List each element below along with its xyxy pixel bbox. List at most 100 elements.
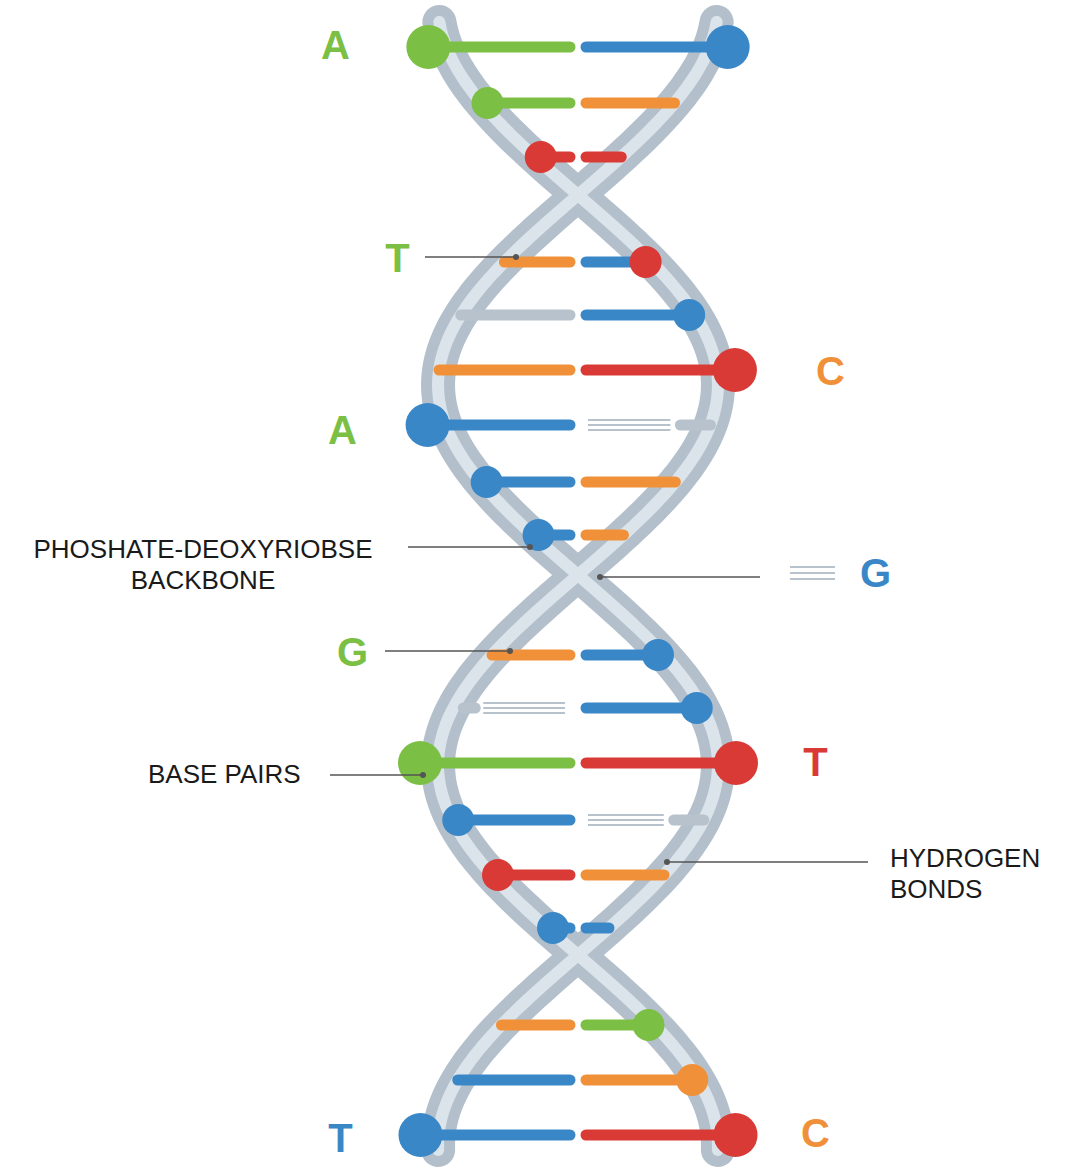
base-half: [586, 1130, 718, 1141]
base-pair: [482, 859, 664, 891]
hydrogen-bond-dash: [588, 824, 664, 826]
base-pair: [523, 519, 624, 551]
base-half: [586, 923, 609, 934]
base-pair: [525, 141, 622, 173]
hydrogen-bond-dash: [588, 419, 670, 421]
base-pair: [458, 1064, 709, 1096]
base-pair: [504, 246, 661, 278]
bond-dash: [790, 572, 835, 574]
base-end: [713, 348, 757, 392]
base-end: [525, 141, 557, 173]
base-end: [482, 859, 514, 891]
base-end: [714, 1113, 758, 1157]
part-label: PHOSHATE-DEOXYRIOBSE BACKBONE: [11, 534, 396, 596]
label-anchor: G: [336, 628, 369, 676]
base-end: [471, 87, 503, 119]
label-anchor: T: [385, 234, 411, 282]
leader-dot: [664, 859, 670, 865]
base-letter: A: [321, 21, 351, 69]
leader-dot: [420, 772, 426, 778]
hydrogen-bond-dash: [483, 712, 565, 714]
label-anchor: A: [328, 406, 358, 454]
base-end: [406, 403, 450, 447]
base-end: [673, 299, 705, 331]
base-stub: [680, 420, 710, 431]
label-anchor: T: [328, 1114, 354, 1162]
label-anchor: BASE PAIRS: [148, 759, 302, 790]
bond-dash: [790, 578, 835, 580]
base-end: [706, 25, 750, 69]
base-end: [398, 741, 442, 785]
base-half: [458, 1075, 570, 1086]
base-end: [398, 1113, 442, 1157]
label-anchor: A: [321, 21, 351, 69]
hydrogen-bond-dash: [588, 814, 664, 816]
label-anchor: C: [801, 1109, 831, 1157]
helix-strands: [438, 22, 718, 1150]
base-end: [471, 466, 503, 498]
base-end: [537, 912, 569, 944]
label-anchor: T: [803, 738, 829, 786]
leader-dot: [507, 648, 513, 654]
label-anchor: HYDROGEN BONDS: [890, 843, 1071, 905]
bond-dashes: [790, 567, 835, 579]
base-half: [501, 1020, 570, 1031]
base-half: [461, 310, 570, 321]
base-pair: [406, 403, 711, 447]
base-letter: T: [328, 1114, 354, 1162]
base-pair: [492, 639, 674, 671]
base-half: [586, 870, 664, 881]
hydrogen-bond-dash: [588, 819, 664, 821]
hydrogen-bond-dash: [483, 707, 565, 709]
base-half: [446, 42, 570, 53]
base-half: [438, 758, 570, 769]
base-half: [586, 152, 621, 163]
base-stub: [463, 703, 475, 714]
bond-dash: [790, 566, 835, 568]
base-half: [586, 477, 675, 488]
leader-dots: [420, 254, 670, 865]
hydrogen-bond-dash: [588, 424, 670, 426]
label-anchor: PHOSHATE-DEOXYRIOBSE BACKBONE: [11, 534, 397, 596]
base-pair: [501, 1009, 664, 1041]
base-half: [586, 42, 710, 53]
base-pair: [398, 741, 758, 785]
base-half: [438, 1130, 570, 1141]
base-letter: C: [816, 347, 846, 395]
base-letter: C: [801, 1109, 831, 1157]
base-half: [586, 98, 675, 109]
base-end: [681, 692, 713, 724]
leader-line: [330, 774, 423, 776]
base-pair: [442, 804, 704, 836]
leader-line: [425, 256, 516, 258]
leader-line: [385, 650, 510, 652]
base-end: [630, 246, 662, 278]
leader-dot: [527, 544, 533, 550]
backbone-strand: [438, 22, 718, 1150]
base-end: [676, 1064, 708, 1096]
base-half: [586, 758, 718, 769]
base-pair: [471, 87, 674, 119]
leader-dot: [597, 574, 603, 580]
base-half: [446, 420, 570, 431]
base-end: [523, 519, 555, 551]
part-label: HYDROGEN BONDS: [890, 843, 1070, 905]
base-pair: [398, 1113, 757, 1157]
base-end: [633, 1009, 665, 1041]
base-half: [439, 365, 570, 376]
label-anchor: C: [816, 347, 846, 395]
base-pair: [463, 692, 712, 724]
base-letter: G: [859, 549, 892, 597]
base-end: [642, 639, 674, 671]
base-pair-rungs: [398, 25, 758, 1157]
strand-highlight: [438, 22, 718, 1150]
base-end: [406, 25, 450, 69]
base-pair: [406, 25, 749, 69]
base-pair: [439, 348, 757, 392]
part-label: BASE PAIRS: [148, 759, 302, 790]
base-pair: [471, 466, 676, 498]
leader-lines: [330, 257, 868, 862]
base-pair: [461, 299, 705, 331]
base-letter: G: [336, 628, 369, 676]
